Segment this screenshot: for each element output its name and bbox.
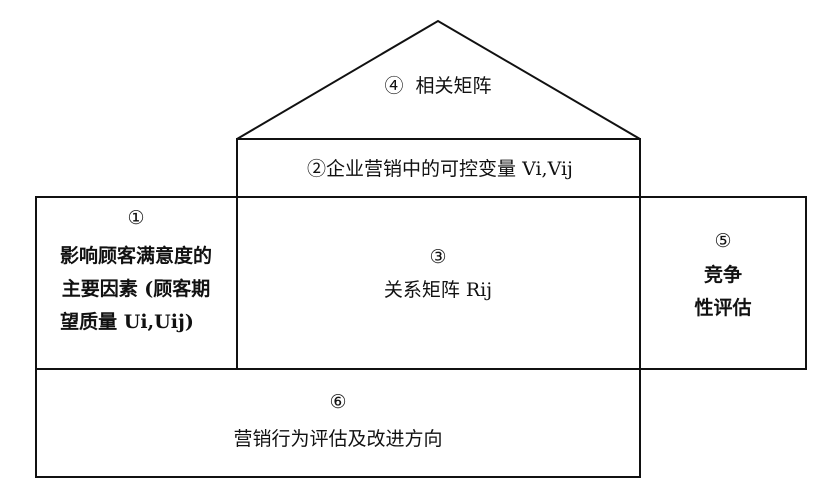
roof-number: ④ (384, 75, 403, 97)
controllable-variables-label: ②企业营销中的可控变量 Vi,Vij (307, 158, 573, 180)
roof-title: 相关矩阵 (416, 75, 492, 97)
customer-factors-line3: 望质量 Ui,Uij) (60, 310, 194, 333)
relation-matrix-label: 关系矩阵 Rij (384, 279, 492, 301)
competitive-evaluation-line1: 竞争 (704, 263, 742, 286)
competitive-evaluation-box (639, 196, 807, 370)
evaluation-box (35, 368, 641, 478)
evaluation-label: 营销行为评估及改进方向 (233, 428, 442, 450)
customer-factors-line2: 主要因素 (顾客期 (62, 277, 211, 300)
relation-matrix-number: ③ (429, 246, 446, 268)
customer-factors-line1: 影响顾客满意度的 (60, 244, 212, 267)
competitive-evaluation-number: ⑤ (714, 230, 731, 252)
evaluation-number: ⑥ (329, 391, 346, 413)
competitive-evaluation-line2: 性评估 (694, 296, 751, 319)
customer-factors-number: ① (127, 207, 144, 229)
roof-label: ④ 相关矩阵 (384, 75, 491, 97)
roof-outline (236, 19, 641, 140)
